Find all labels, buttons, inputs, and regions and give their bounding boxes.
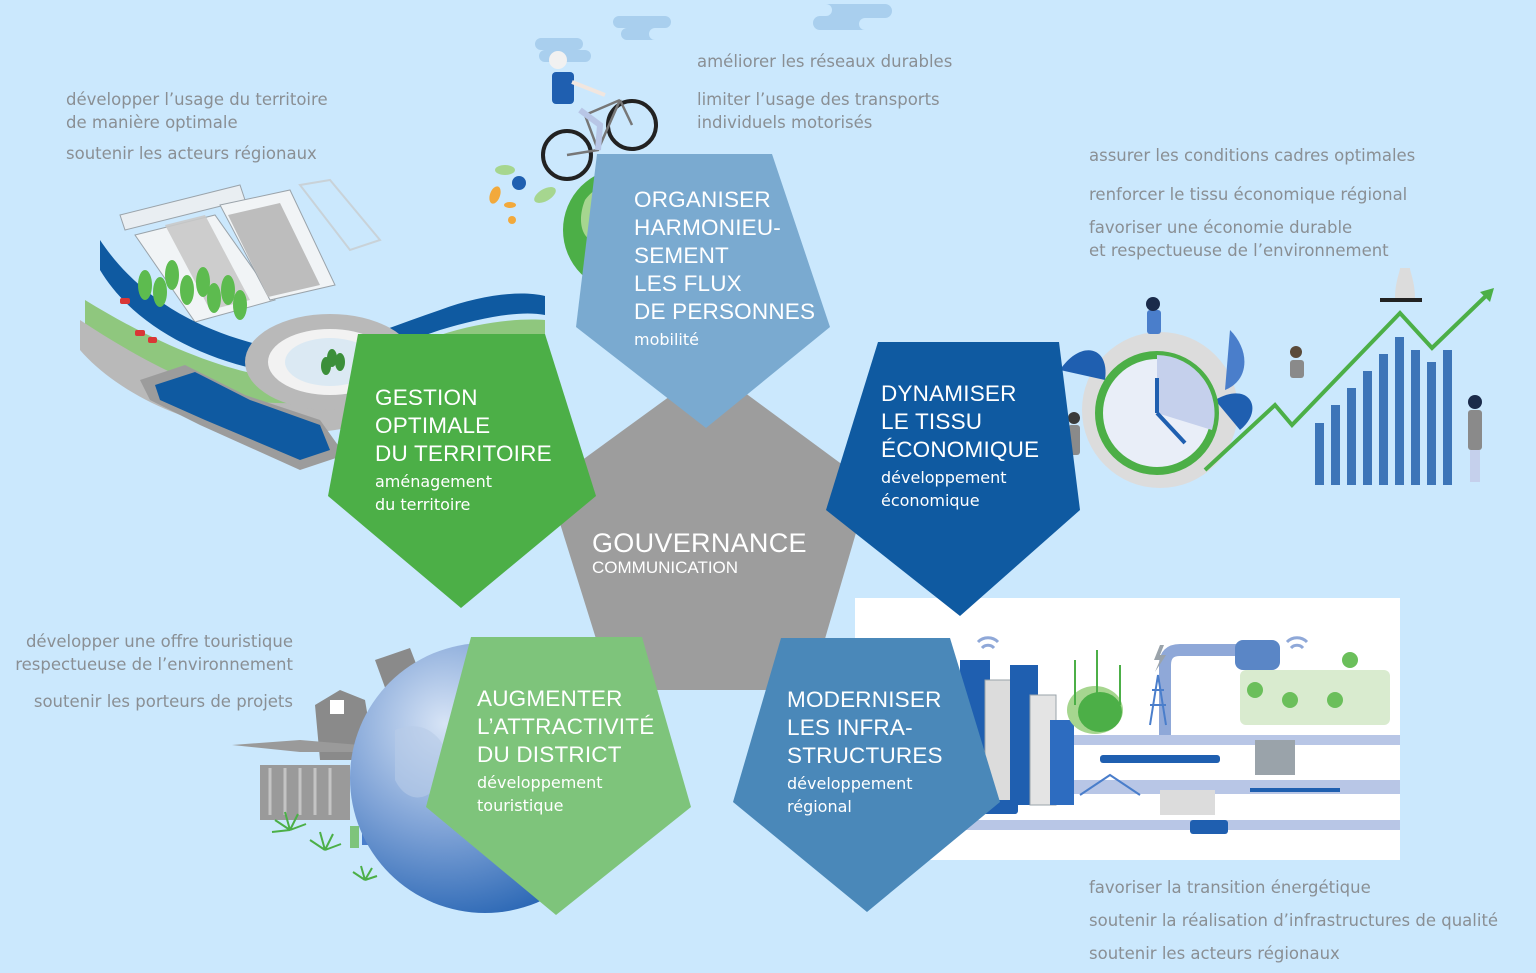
growth-arrow-icon xyxy=(1203,290,1492,472)
center-title: GOUVERNANCE xyxy=(592,528,807,558)
pillar-title: MODERNISER LES INFRA- STRUCTURES xyxy=(787,687,943,768)
goal-item: assurer les conditions cadres optimales xyxy=(1089,146,1416,165)
pillar-pentagon-economy[interactable] xyxy=(826,342,1080,616)
pillar-subtitle: développement économique xyxy=(881,468,1007,510)
goal-item: soutenir les acteurs régionaux xyxy=(1089,944,1340,963)
pillar-subtitle: développement touristique xyxy=(477,773,603,815)
goal-item: développer une offre touristique respect… xyxy=(15,632,293,674)
bell-icon xyxy=(1380,268,1422,302)
pillar-subtitle: développement régional xyxy=(787,774,913,816)
center-subtitle: COMMUNICATION xyxy=(592,558,739,577)
cloud-icon xyxy=(535,4,892,62)
goal-list-tourism: développer une offre touristique respect… xyxy=(15,630,293,721)
leaf-icon xyxy=(489,165,556,224)
pillar-subtitle: aménagement du territoire xyxy=(375,472,493,514)
goal-item: favoriser la transition énergétique xyxy=(1089,878,1371,897)
goal-list-territory: développer l’usage du territoire de mani… xyxy=(66,88,328,173)
goal-list-mobility: améliorer les réseaux durables limiter l… xyxy=(697,50,952,142)
pillar-label-mobility: ORGANISER HARMONIEU- SEMENT LES FLUX DE … xyxy=(634,186,815,351)
pillar-subtitle: mobilité xyxy=(634,330,699,349)
pillar-label-territory: GESTION OPTIMALE DU TERRITOIRE aménageme… xyxy=(375,384,552,516)
goal-item: favoriser une économie durable et respec… xyxy=(1089,218,1389,260)
center-label: GOUVERNANCE COMMUNICATION xyxy=(592,528,807,578)
pillar-pentagon-mobility[interactable] xyxy=(576,154,830,428)
goal-item: développer l’usage du territoire de mani… xyxy=(66,90,328,132)
pillar-label-infrastructure: MODERNISER LES INFRA- STRUCTURES dévelop… xyxy=(787,686,943,818)
goal-item: soutenir la réalisation d’infrastructure… xyxy=(1089,911,1499,930)
pillar-label-economy: DYNAMISER LE TISSU ÉCONOMIQUE développem… xyxy=(881,380,1039,512)
bar-chart-icon xyxy=(1315,337,1452,485)
goal-item: renforcer le tissu économique régional xyxy=(1089,185,1408,204)
goal-list-economy: assurer les conditions cadres optimales … xyxy=(1089,144,1415,270)
goal-list-infrastructure: favoriser la transition énergétique sout… xyxy=(1089,876,1498,973)
goal-item: soutenir les acteurs régionaux xyxy=(66,144,317,163)
pillar-title: ORGANISER HARMONIEU- SEMENT LES FLUX DE … xyxy=(634,187,816,324)
pillar-title: AUGMENTER L’ATTRACTIVITÉ DU DISTRICT xyxy=(477,686,655,767)
center-pentagon[interactable] xyxy=(548,367,870,690)
goal-item: limiter l’usage des transports individue… xyxy=(697,90,940,132)
lightning-icon xyxy=(1154,645,1166,672)
pillar-pentagon-tourism[interactable] xyxy=(426,637,691,915)
pillar-pentagon-territory[interactable] xyxy=(328,334,596,608)
wifi-icon xyxy=(976,636,1309,650)
goal-item: améliorer les réseaux durables xyxy=(697,52,953,71)
clock-and-growth-chart-illustration xyxy=(1060,268,1494,488)
goal-item: soutenir les porteurs de projets xyxy=(33,692,293,711)
pillar-pentagon-infrastructure[interactable] xyxy=(733,638,1000,912)
pillar-title: DYNAMISER LE TISSU ÉCONOMIQUE xyxy=(881,381,1040,462)
pillar-label-tourism: AUGMENTER L’ATTRACTIVITÉ DU DISTRICT dév… xyxy=(477,685,654,817)
pillar-title: GESTION OPTIMALE DU TERRITOIRE xyxy=(375,385,552,466)
